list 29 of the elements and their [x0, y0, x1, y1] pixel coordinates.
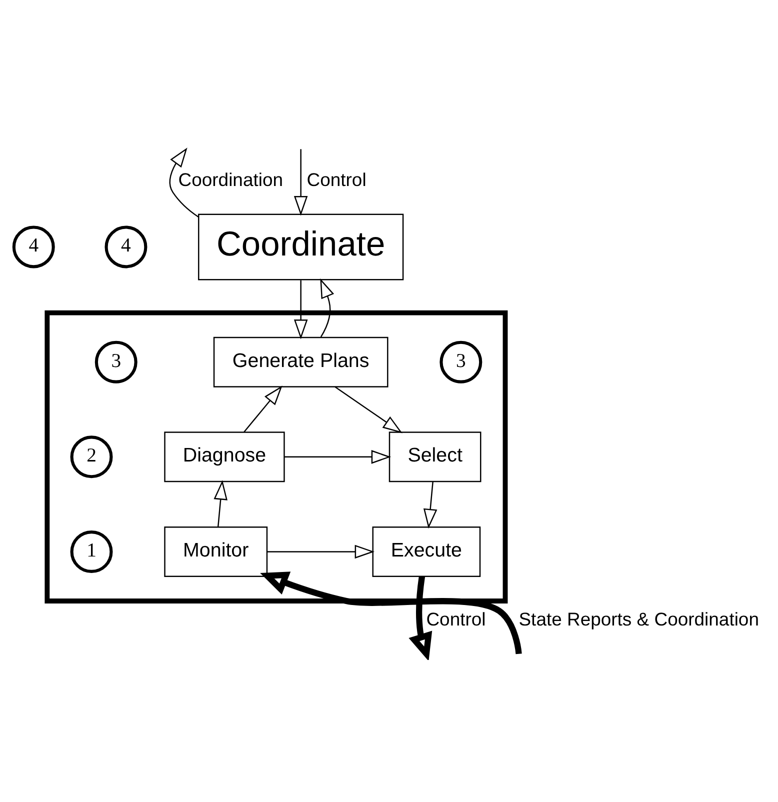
arrow	[422, 481, 437, 528]
arrow	[293, 148, 308, 216]
node-box: Select	[388, 431, 481, 482]
cluster	[44, 310, 508, 603]
arrow	[266, 544, 374, 558]
node-circle: 1	[70, 530, 112, 572]
arrow	[320, 278, 334, 337]
node-box: Coordinate	[198, 213, 404, 280]
arrow	[243, 385, 282, 432]
edge-label: Coordination	[178, 168, 283, 190]
node-circle: 4	[104, 225, 147, 268]
node-box: Diagnose	[164, 431, 284, 482]
arrow	[168, 147, 198, 217]
node-circle: 4	[12, 225, 54, 268]
arrow	[334, 386, 402, 433]
node-circle: 3	[439, 340, 482, 383]
edge-label: Control	[426, 608, 486, 630]
node-box: Execute	[372, 526, 480, 576]
node-circle: 2	[70, 435, 112, 478]
node-box: Monitor	[164, 526, 268, 576]
node-circle: 3	[94, 340, 137, 383]
node-box: Generate Plans	[212, 336, 388, 387]
arrow	[284, 450, 391, 464]
edge-label: State Reports & Coordination	[518, 608, 758, 630]
arrow	[260, 571, 522, 654]
arrow	[293, 280, 308, 339]
arrow	[213, 480, 227, 526]
edge-label: Control	[306, 168, 366, 190]
arrow	[408, 576, 432, 660]
